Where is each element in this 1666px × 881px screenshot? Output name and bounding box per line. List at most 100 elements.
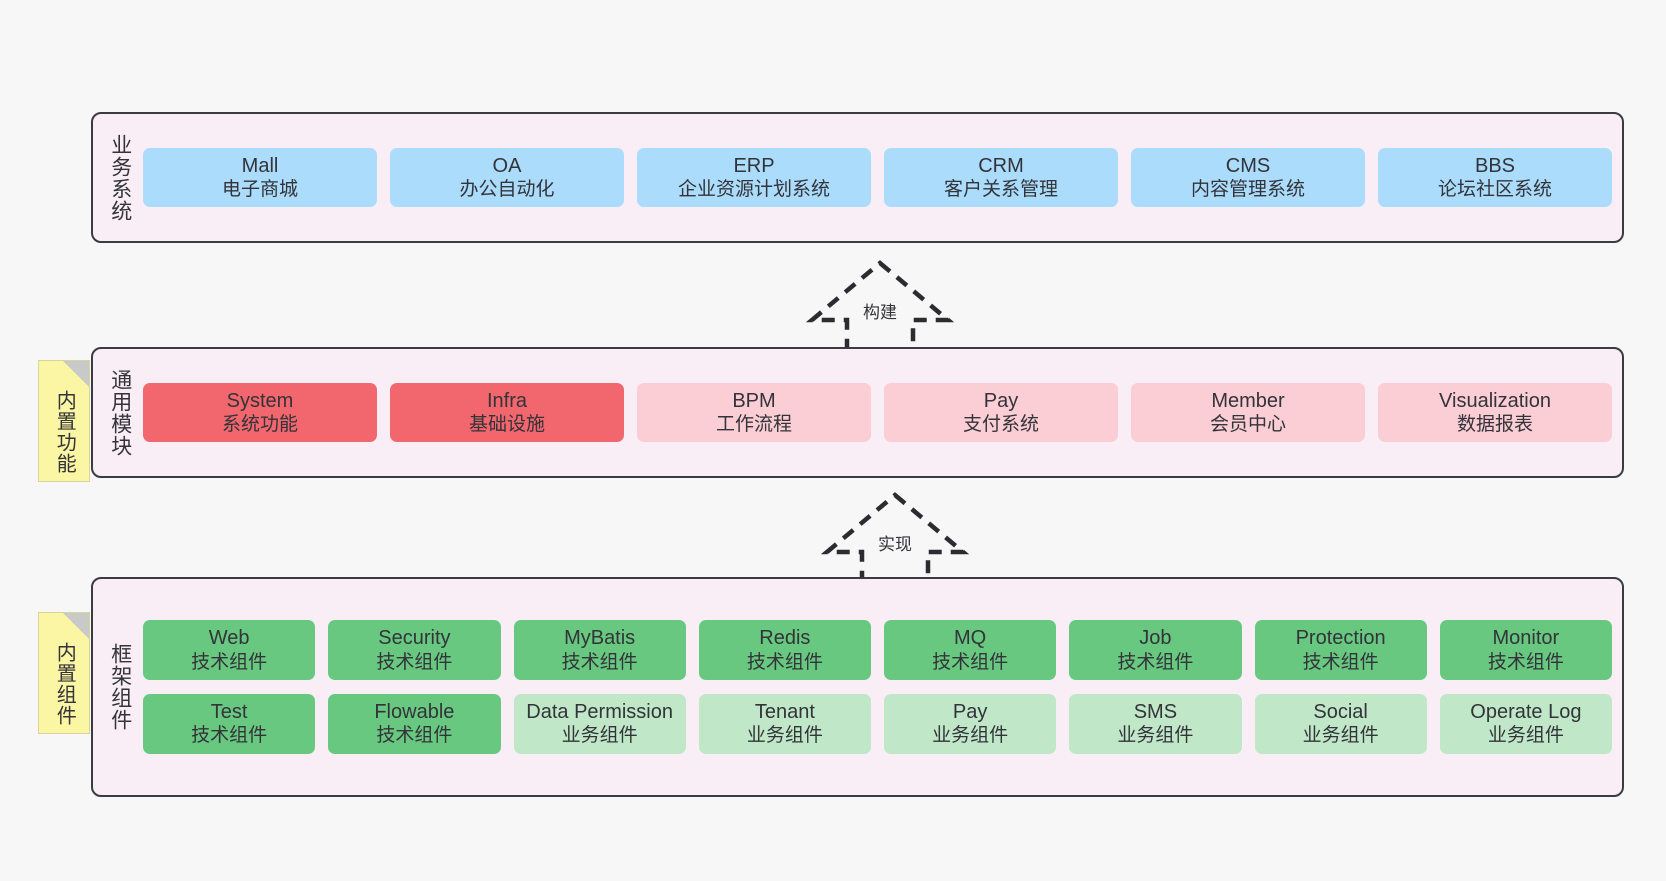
node-name: Mall [241, 154, 279, 177]
node-name: Social [1313, 701, 1368, 723]
node-sublabel: 企业资源计划系统 [677, 179, 830, 201]
node-sublabel: 业务组件 [1487, 725, 1564, 747]
node-mall[interactable]: Mall 电子商城 [143, 147, 377, 208]
node-sublabel: 技术组件 [376, 725, 453, 747]
node-name: Security [378, 627, 451, 650]
layer-title-common-modules: 通用模块 [108, 368, 132, 457]
node-row: Mall 电子商城 OA 办公自动化 ERP 企业资源计划系统 CRM 客户关系… [143, 147, 1612, 208]
node-name: Data Permission [526, 701, 673, 723]
node-name: Redis [759, 627, 811, 650]
node-name: SMS [1133, 701, 1178, 723]
layer-business-systems: 业务系统 Mall 电子商城 OA 办公自动化 ERP 企业资源计划系统 CRM… [91, 112, 1624, 243]
node-sublabel: 客户关系管理 [943, 179, 1058, 201]
node-pay-business[interactable]: Pay 业务组件 [884, 694, 1057, 754]
node-name: Monitor [1492, 627, 1560, 650]
node-name: Pay [983, 389, 1019, 412]
node-member[interactable]: Member 会员中心 [1131, 382, 1365, 443]
node-name: CMS [1225, 154, 1271, 177]
node-crm[interactable]: CRM 客户关系管理 [884, 147, 1118, 208]
node-monitor[interactable]: Monitor 技术组件 [1439, 620, 1612, 680]
node-name: Visualization [1439, 389, 1551, 412]
node-sublabel: 技术组件 [376, 651, 453, 673]
node-sublabel: 工作流程 [715, 414, 792, 436]
node-infra[interactable]: Infra 基础设施 [390, 382, 624, 443]
node-redis[interactable]: Redis 技术组件 [698, 620, 871, 680]
node-sublabel: 电子商城 [221, 179, 298, 201]
connector-build-label: 构建 [863, 303, 897, 322]
node-visualization[interactable]: Visualization 数据报表 [1378, 382, 1612, 443]
node-row: Web 技术组件 Security 技术组件 MyBatis 技术组件 Redi… [143, 620, 1612, 680]
layer-title-business-systems: 业务系统 [108, 133, 132, 222]
node-name: MyBatis [564, 627, 636, 650]
node-name: ERP [733, 154, 775, 177]
node-system[interactable]: System 系统功能 [143, 382, 377, 443]
node-sublabel: 技术组件 [191, 651, 268, 673]
node-sublabel: 业务组件 [1302, 725, 1379, 747]
node-sublabel: 支付系统 [962, 414, 1039, 436]
connector-implement-label: 实现 [878, 535, 912, 554]
node-name: Member [1211, 389, 1285, 412]
node-name: CRM [978, 154, 1024, 177]
node-sublabel: 业务组件 [1117, 725, 1194, 747]
node-name: Test [210, 701, 248, 723]
node-sublabel: 会员中心 [1209, 414, 1286, 436]
node-name: Infra [486, 389, 528, 412]
node-operate-log[interactable]: Operate Log 业务组件 [1439, 694, 1612, 754]
node-sublabel: 技术组件 [932, 651, 1009, 673]
node-name: Job [1139, 627, 1172, 650]
node-name: Pay [952, 701, 988, 723]
node-protection[interactable]: Protection 技术组件 [1254, 620, 1427, 680]
node-sublabel: 业务组件 [932, 725, 1009, 747]
node-erp[interactable]: ERP 企业资源计划系统 [637, 147, 871, 208]
node-sublabel: 数据报表 [1456, 414, 1533, 436]
node-name: OA [492, 154, 522, 177]
node-tenant[interactable]: Tenant 业务组件 [698, 694, 871, 754]
layer-title-framework-components: 框架组件 [108, 643, 132, 731]
node-sublabel: 技术组件 [1117, 651, 1194, 673]
node-name: Tenant [754, 701, 815, 723]
node-name: Flowable [374, 701, 455, 723]
node-sublabel: 业务组件 [746, 725, 823, 747]
node-bbs[interactable]: BBS 论坛社区系统 [1378, 147, 1612, 208]
node-sublabel: 基础设施 [468, 414, 545, 436]
layer-common-modules: 通用模块 System 系统功能 Infra 基础设施 BPM 工作流程 Pay… [91, 347, 1624, 478]
node-data-permission[interactable]: Data Permission 业务组件 [513, 694, 686, 754]
node-security[interactable]: Security 技术组件 [328, 620, 501, 680]
node-sublabel: 业务组件 [561, 725, 638, 747]
node-sublabel: 论坛社区系统 [1437, 179, 1552, 201]
node-sublabel: 系统功能 [221, 414, 298, 436]
node-pay[interactable]: Pay 支付系统 [884, 382, 1118, 443]
node-oa[interactable]: OA 办公自动化 [390, 147, 624, 208]
node-flowable[interactable]: Flowable 技术组件 [328, 694, 501, 754]
layer-body-business-systems: Mall 电子商城 OA 办公自动化 ERP 企业资源计划系统 CRM 客户关系… [143, 122, 1612, 233]
node-sublabel: 技术组件 [561, 651, 638, 673]
node-name: BBS [1474, 154, 1516, 177]
note-builtin-functions: 内置功能 [38, 360, 90, 482]
node-name: MQ [954, 627, 987, 650]
node-sublabel: 技术组件 [1487, 651, 1564, 673]
node-sublabel: 内容管理系统 [1190, 179, 1305, 201]
node-test[interactable]: Test 技术组件 [143, 694, 316, 754]
note-label: 内置组件 [53, 642, 76, 726]
node-sublabel: 技术组件 [191, 725, 268, 747]
node-name: Web [208, 627, 250, 650]
node-sms[interactable]: SMS 业务组件 [1069, 694, 1242, 754]
node-name: Operate Log [1470, 701, 1582, 723]
node-web[interactable]: Web 技术组件 [143, 620, 316, 680]
layer-body-framework-components: Web 技术组件 Security 技术组件 MyBatis 技术组件 Redi… [143, 587, 1612, 787]
connector-build: 构建 [805, 258, 955, 353]
node-mq[interactable]: MQ 技术组件 [884, 620, 1057, 680]
node-name: BPM [732, 389, 776, 412]
node-sublabel: 技术组件 [1302, 651, 1379, 673]
node-cms[interactable]: CMS 内容管理系统 [1131, 147, 1365, 208]
node-job[interactable]: Job 技术组件 [1069, 620, 1242, 680]
node-mybatis[interactable]: MyBatis 技术组件 [513, 620, 686, 680]
note-label: 内置功能 [53, 390, 76, 474]
node-bpm[interactable]: BPM 工作流程 [637, 382, 871, 443]
node-name: System [226, 389, 294, 412]
node-sublabel: 办公自动化 [459, 179, 555, 201]
node-social[interactable]: Social 业务组件 [1254, 694, 1427, 754]
node-row: System 系统功能 Infra 基础设施 BPM 工作流程 Pay 支付系统… [143, 382, 1612, 443]
connector-implement: 实现 [820, 490, 970, 585]
